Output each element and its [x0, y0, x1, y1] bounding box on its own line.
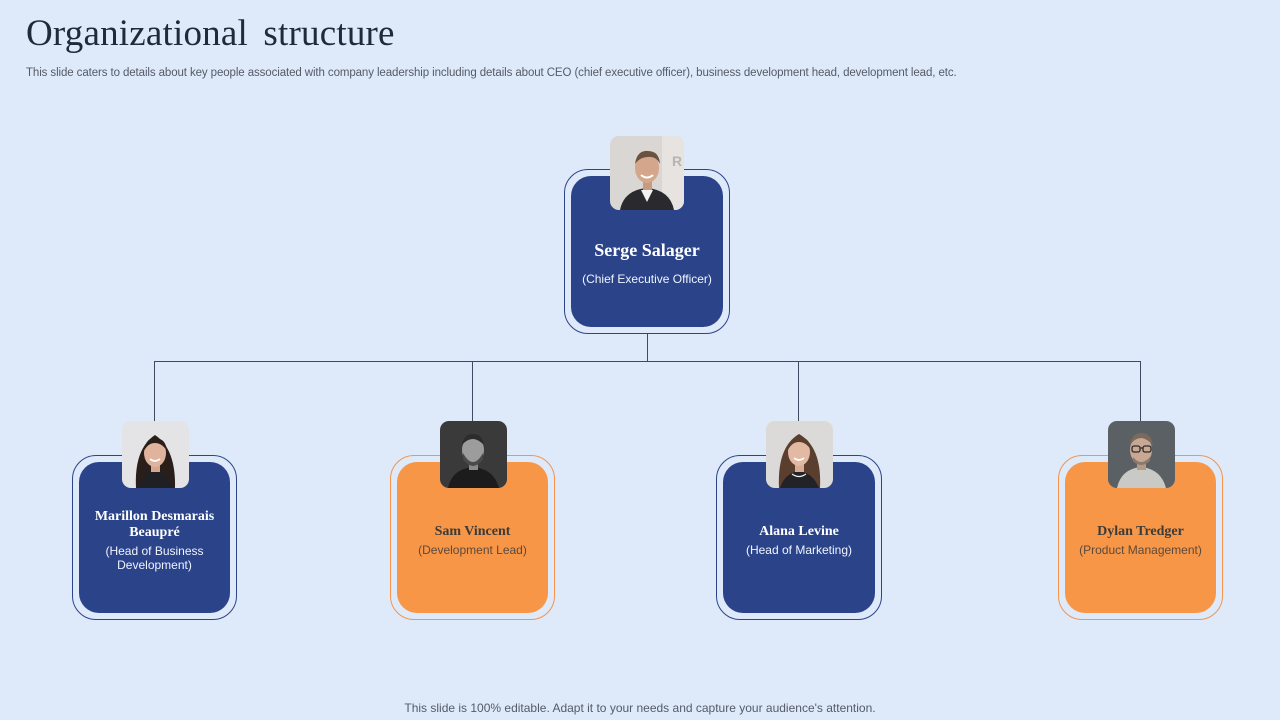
member-4-role: (Product Management): [1079, 543, 1202, 557]
member-3-role: (Head of Marketing): [745, 543, 853, 557]
connector-drop-1: [154, 361, 155, 421]
connector-drop-3: [798, 361, 799, 421]
ceo-name: Serge Salager: [594, 239, 700, 260]
member-4-name: Dylan Tredger: [1097, 524, 1184, 539]
connector-drop-4: [1140, 361, 1141, 421]
slide-subtitle: This slide caters to details about key p…: [26, 67, 957, 79]
member-3-name: Alana Levine: [759, 524, 839, 539]
member-1-role: (Head of Business Development): [105, 544, 204, 572]
member-2-photo: [440, 421, 507, 488]
svg-text:R: R: [672, 153, 682, 169]
member-1-photo: [122, 421, 189, 488]
member-4-photo: [1108, 421, 1175, 488]
slide-title: Organizational structure: [26, 13, 395, 54]
member-3-photo: [766, 421, 833, 488]
connector-horizontal: [154, 361, 1141, 362]
member-1-name: Marillon Desmarais Beaupré: [94, 509, 215, 540]
member-2-name: Sam Vincent: [434, 524, 511, 539]
ceo-photo: R: [610, 136, 684, 210]
ceo-role: (Chief Executive Officer): [582, 271, 712, 286]
member-2-role: (Development Lead): [418, 543, 527, 557]
slide-footer: This slide is 100% editable. Adapt it to…: [404, 701, 876, 715]
connector-drop-2: [472, 361, 473, 421]
connector-ceo-down: [647, 333, 648, 361]
